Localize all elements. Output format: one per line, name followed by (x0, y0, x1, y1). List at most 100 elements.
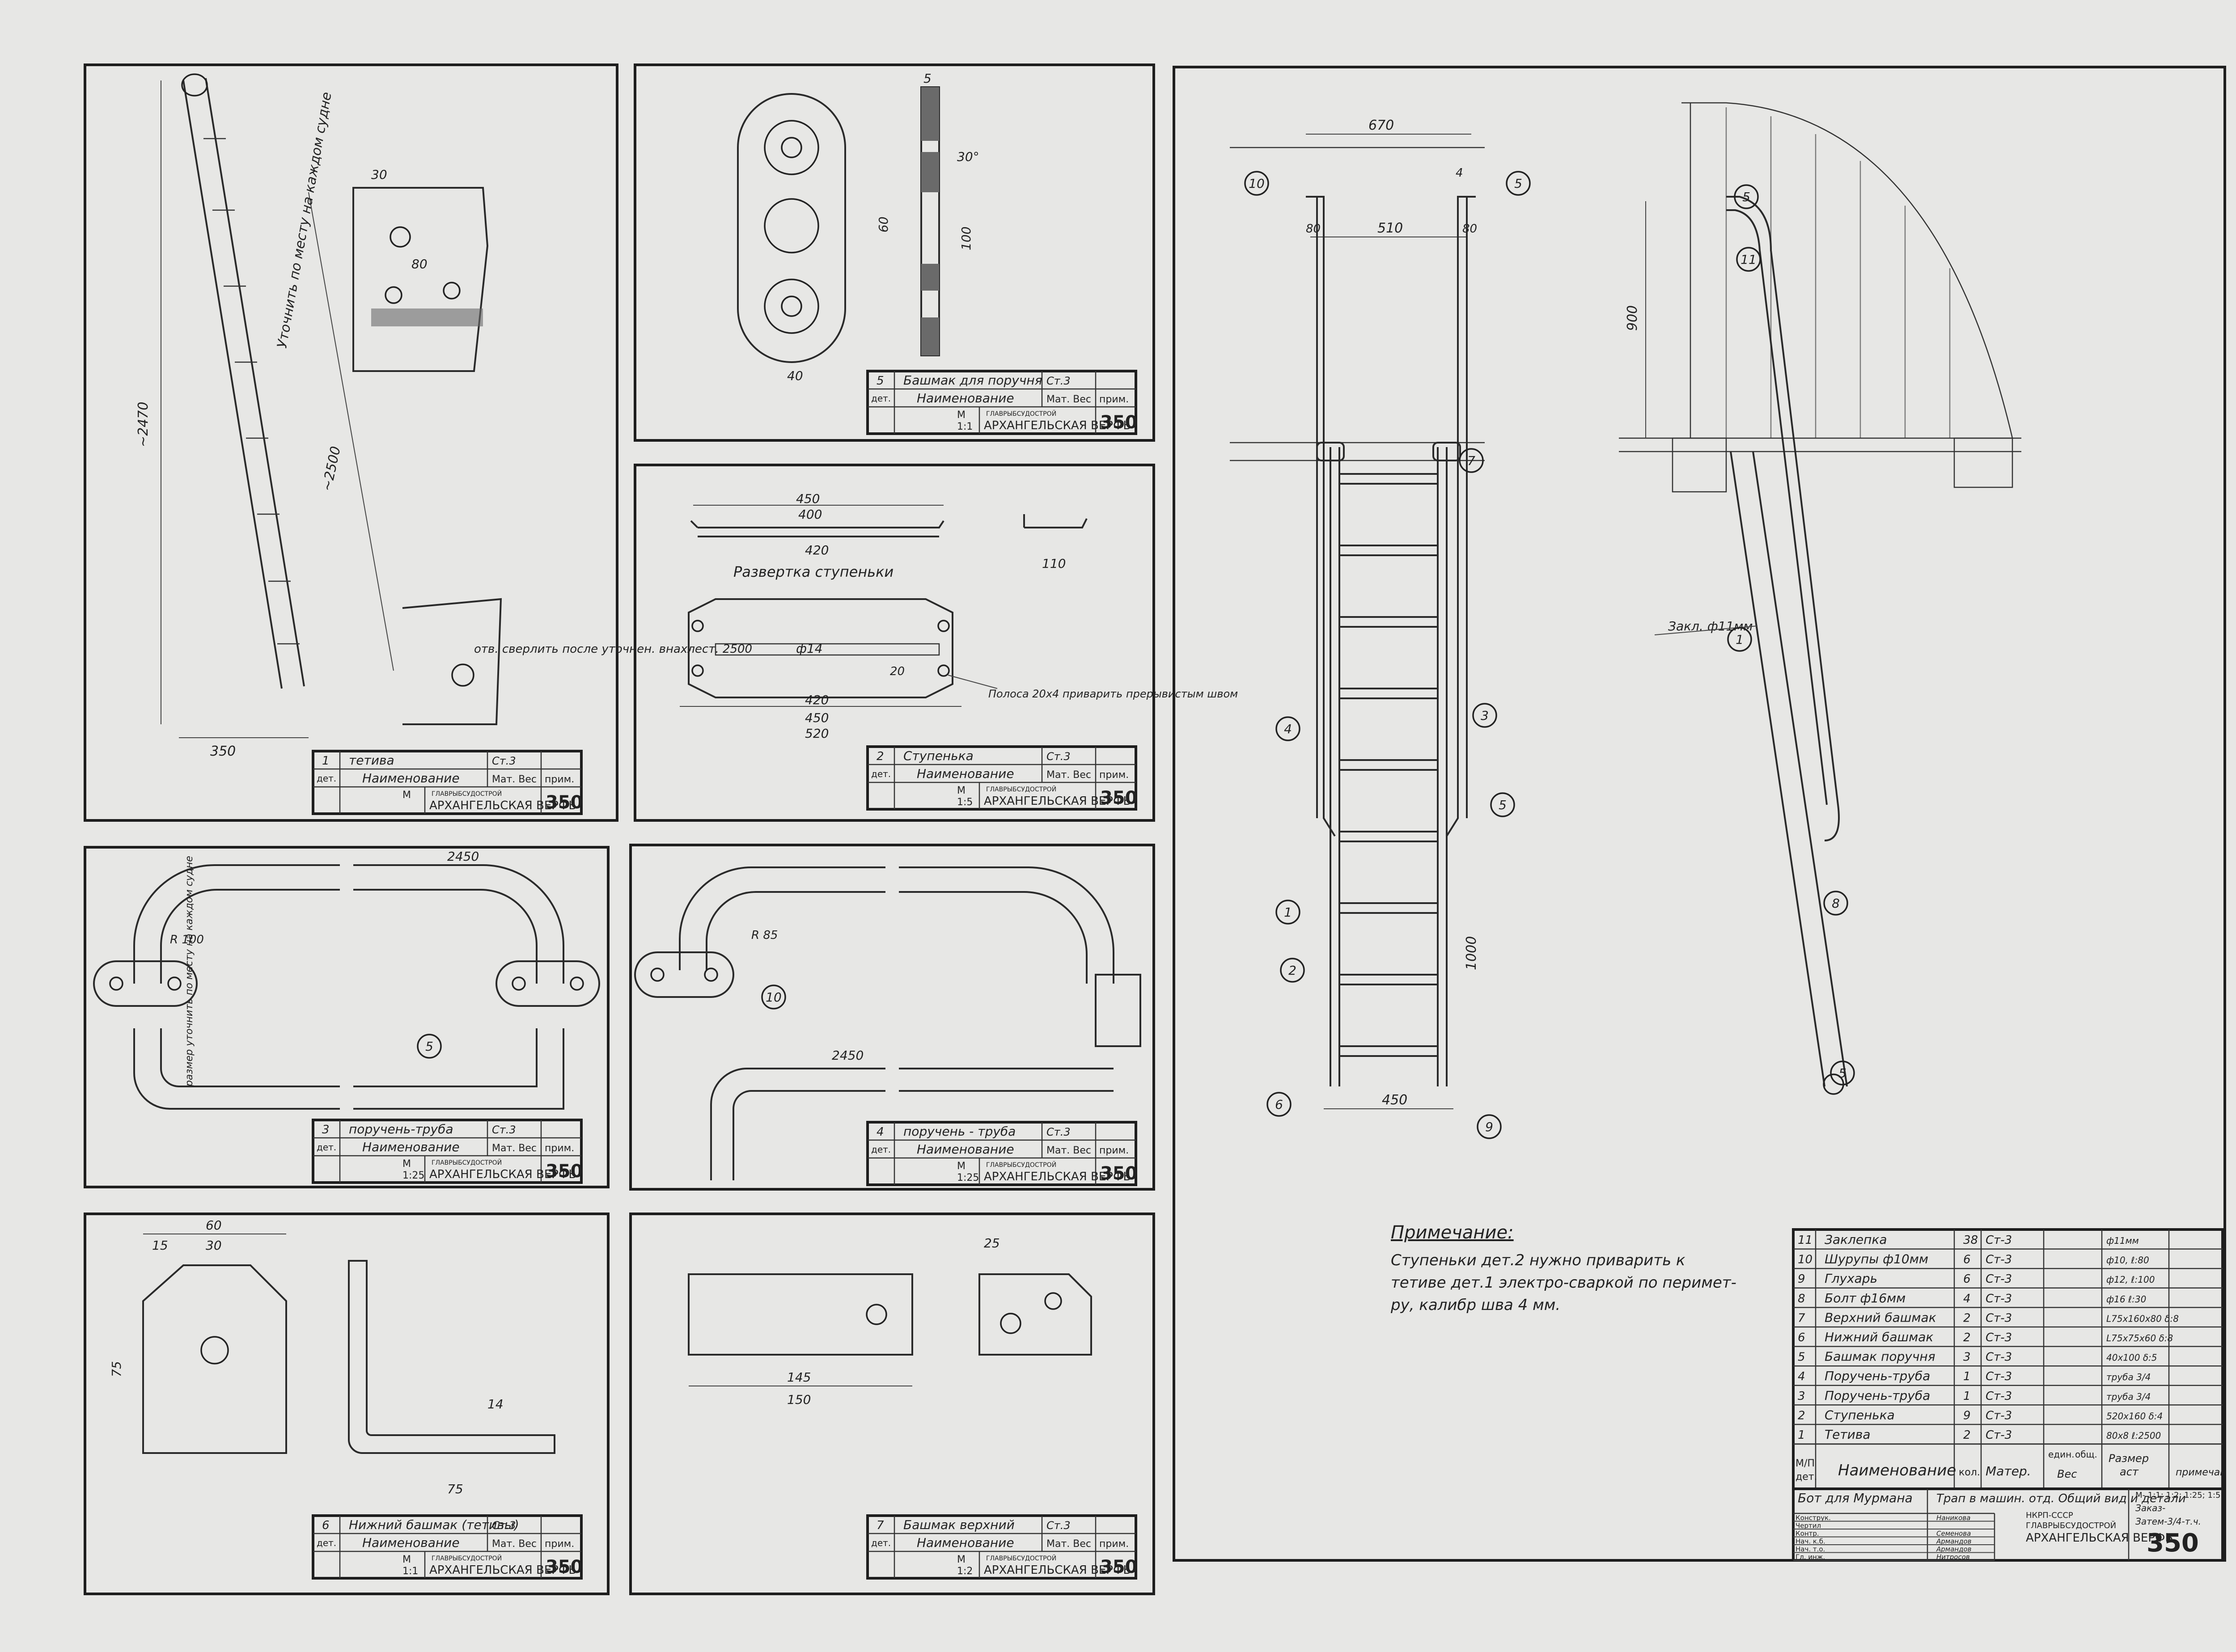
stamp-hdr-prim: прим. (545, 774, 574, 785)
dim-2450: 2450 (447, 849, 479, 864)
dim-15: 15 (152, 1238, 168, 1253)
stamp-hdr-name: Наименование (917, 391, 1014, 406)
balloon-label: 5 (1838, 1066, 1846, 1081)
signature-role: Контр. (1796, 1529, 1819, 1538)
stamp-name: поручень - труба (903, 1124, 1016, 1139)
stamp-hdr-prim: прим. (545, 1143, 574, 1154)
stamp-scale: М (957, 410, 966, 421)
signature-rows: Конструк.НаниковаЧертилКонтр.СеменоваНач… (1793, 1514, 1995, 1561)
ladder-side-view: 900 Закл. ф11мм (1619, 102, 2021, 1095)
dim-R100: R 100 (170, 933, 204, 946)
balloon-4: 4 (1275, 716, 1300, 741)
stamp-shipyard: АРХАНГЕЛЬСКАЯ ВЕРФЬ (429, 799, 576, 812)
balloon-label: 8 (1832, 896, 1840, 911)
balloon-1: 1 (1275, 900, 1300, 925)
stamp-no: 5 (877, 374, 884, 388)
ladder-rung (1338, 759, 1439, 771)
dim-5: 5 (923, 71, 932, 86)
balloon-5: 5 (1830, 1060, 1855, 1086)
stamp-hdr-det: дет. (317, 1538, 336, 1548)
stamp-scale: 1:1 (402, 1566, 418, 1577)
bom-name: Тетива (1825, 1427, 1871, 1442)
step-detail: 450 400 420 Развертка ступеньки ф14 20 4… (680, 491, 1238, 741)
stamp-hdr-mat: Мат. Вес (1046, 1538, 1091, 1550)
dim-80a: 80 (1306, 222, 1321, 236)
balloon-5: 5 (417, 1034, 442, 1059)
note-line-1: Ступеньки дет.2 нужно приварить к (1391, 1251, 1685, 1269)
bom-mat: Ст-3 (1986, 1253, 2012, 1267)
stamp-shipyard: АРХАНГЕЛЬСКАЯ ВЕРФЬ (984, 419, 1131, 432)
bom-name: Башмак поручня (1825, 1349, 1935, 1364)
ladder-rung (1338, 902, 1439, 914)
ladder-rung (1338, 831, 1439, 842)
stamp-hdr-name: Наименование (917, 766, 1014, 781)
dim-520: 520 (805, 726, 829, 741)
dim-100: 100 (959, 227, 974, 250)
balloon-label: 10 (766, 990, 782, 1005)
signature-name: Наникова (1936, 1514, 1970, 1522)
bom-hdr-mater: Матер. (1986, 1464, 2031, 1479)
title-sheet-number: 350 (2147, 1529, 2199, 1558)
balloon-label: 5 (425, 1039, 433, 1054)
signature-name: Семенова (1936, 1529, 1971, 1538)
stamp-hdr-mat: Мат. Вес (1046, 394, 1091, 405)
balloon-label: 7 (1467, 453, 1475, 468)
signature-role: Чертил (1796, 1522, 1821, 1530)
note-line-3: ру, калибр шва 4 мм. (1390, 1296, 1560, 1314)
bom-no: 1 (1798, 1428, 1805, 1442)
dim-30: 30 (206, 1238, 222, 1253)
bom-qty: 2 (1963, 1331, 1971, 1344)
stamp-hdr-mat: Мат. Вес (1046, 769, 1091, 781)
balloon-label: 5 (1514, 176, 1522, 191)
title-org: ГЛАВРЫБСУДОСТРОЙ (2026, 1521, 2116, 1530)
bom-mat: Ст-3 (1986, 1272, 2012, 1286)
balloon-5: 5 (1506, 171, 1531, 196)
stamp-mat: Ст.3 (1046, 1126, 1071, 1138)
stamp-scale: 1:25 (402, 1170, 424, 1181)
stamp-hdr-mat: Мат. Вес (1046, 1145, 1091, 1156)
dim-2450b: 2450 (832, 1048, 864, 1063)
balloon-2: 2 (1280, 958, 1305, 983)
bom-name: Глухарь (1825, 1271, 1877, 1286)
stamp-shipyard: АРХАНГЕЛЬСКАЯ ВЕРФЬ (429, 1168, 576, 1181)
bom-size: ф10, ℓ:80 (2106, 1255, 2149, 1266)
main-title-block: Бот для Мурмана Трап в машин. отд. Общий… (1792, 1487, 2224, 1562)
stamp-org: ГЛАВРЫБСУДОСТРОЙ (432, 1158, 502, 1166)
bom-size: 40х100 δ:5 (2106, 1352, 2157, 1363)
stamp-scale: М (957, 1554, 966, 1565)
balloon-label: 1 (1284, 905, 1292, 920)
stamp-no: 1 (322, 754, 330, 768)
stamp-org: ГЛАВРЫБСУДОСТРОЙ (986, 1161, 1056, 1169)
stamp-hdr-mat: Мат. Вес (492, 1538, 537, 1550)
bom-name: Заклепка (1825, 1232, 1887, 1247)
bom-hdr-ves: Вес (2057, 1468, 2077, 1480)
balloon-7: 7 (1459, 448, 1484, 473)
stamp-scale: М (957, 785, 966, 796)
stamp-hdr-det: дет. (871, 1144, 891, 1155)
bom-size: ф16 ℓ:30 (2106, 1294, 2146, 1305)
ladder-rung (1338, 1045, 1439, 1057)
stamp-name: Ступенька (903, 748, 974, 763)
bom-hdr-np: М/П (1796, 1458, 1815, 1469)
stamp-hdr-name: Наименование (917, 1142, 1014, 1157)
dim-20: 20 (890, 665, 905, 678)
balloon-10: 10 (761, 984, 786, 1010)
balloon-10: 10 (1244, 171, 1269, 196)
bom-name: Болт ф16мм (1825, 1291, 1906, 1306)
lower-shoe-detail: 60 15 30 75 75 14 (109, 1218, 555, 1496)
bom-qty: 38 (1963, 1234, 1978, 1247)
stamp-scale: 1:1 (957, 421, 973, 432)
bom-name: Шурупы ф10мм (1825, 1252, 1928, 1267)
stamp-hdr-prim: прим. (1099, 1538, 1129, 1550)
bom-name: Поручень-труба (1825, 1388, 1930, 1403)
stamp-hdr-det: дет. (871, 1538, 891, 1548)
stamp-scale: М (402, 790, 411, 801)
dim-450s: 450 (796, 491, 820, 506)
stamp-org: ГЛАВРЫБСУДОСТРОЙ (986, 410, 1056, 418)
